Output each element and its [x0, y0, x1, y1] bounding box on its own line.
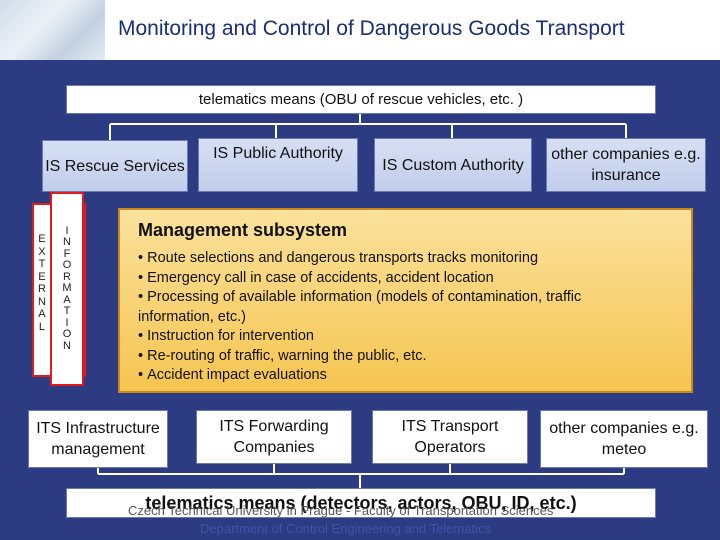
information-letter: I	[65, 316, 69, 329]
information-letter: N	[63, 339, 71, 352]
other-companies-meteo-box: other companies e.g. meteo	[540, 410, 708, 468]
external-letter: L	[38, 320, 46, 333]
page-title: Monitoring and Control of Dangerous Good…	[118, 17, 625, 40]
information-letter: T	[63, 305, 71, 318]
is-rescue-services-box: IS Rescue Services	[42, 140, 188, 192]
footer-university: Czech Technical University in Prague - F…	[128, 503, 554, 518]
information-letter: R	[63, 270, 71, 283]
information-letter: M	[62, 282, 72, 295]
header-logo-graphic	[0, 0, 105, 60]
external-letter: E	[38, 270, 46, 283]
telematics-bottom-bar: telematics means (detectors, actors, OBU…	[66, 488, 656, 518]
management-subsystem-title: Management subsystem	[138, 220, 348, 240]
information-letter: I	[65, 224, 69, 237]
external-letter: T	[38, 258, 46, 270]
management-item: Emergency call in case of accidents, acc…	[138, 269, 638, 289]
its-transport-operators-box: ITS Transport Operators	[372, 410, 528, 464]
information-letter: F	[63, 247, 71, 260]
is-public-authority-box: IS Public Authority	[198, 138, 358, 192]
external-letter: E	[38, 233, 46, 245]
its-infrastructure-management-box: ITS Infrastructure management	[28, 410, 168, 468]
external-letter: X	[38, 245, 46, 258]
management-items-list: Route selections and dangerous transport…	[138, 249, 638, 386]
information-letter: N	[63, 236, 71, 249]
information-label: I N F O R M A T I O N	[50, 192, 84, 386]
telematics-top-bar: telematics means (OBU of rescue vehicles…	[66, 85, 656, 114]
information-letter: O	[62, 328, 72, 341]
management-item: Processing of available information (mod…	[138, 288, 638, 327]
management-item: Instruction for intervention	[138, 327, 638, 347]
management-item: Re-routing of traffic, warning the publi…	[138, 347, 638, 367]
header: Monitoring and Control of Dangerous Good…	[0, 0, 720, 60]
its-forwarding-companies-box: ITS Forwarding Companies	[196, 410, 352, 464]
information-letter: A	[63, 293, 71, 306]
other-companies-insurance-box: other companies e.g. insurance	[546, 138, 706, 192]
footer-department: Department of Control Engineering and Te…	[200, 521, 491, 536]
management-item: Route selections and dangerous transport…	[138, 249, 638, 269]
information-letter: O	[62, 259, 72, 272]
management-item: Accident impact evaluations	[138, 366, 638, 386]
management-subsystem-box: Management subsystem Route selections an…	[118, 208, 693, 393]
is-custom-authority-box: IS Custom Authority	[374, 138, 532, 192]
external-letter: A	[38, 308, 46, 320]
external-letter: N	[38, 295, 46, 308]
external-letter: R	[38, 283, 46, 295]
